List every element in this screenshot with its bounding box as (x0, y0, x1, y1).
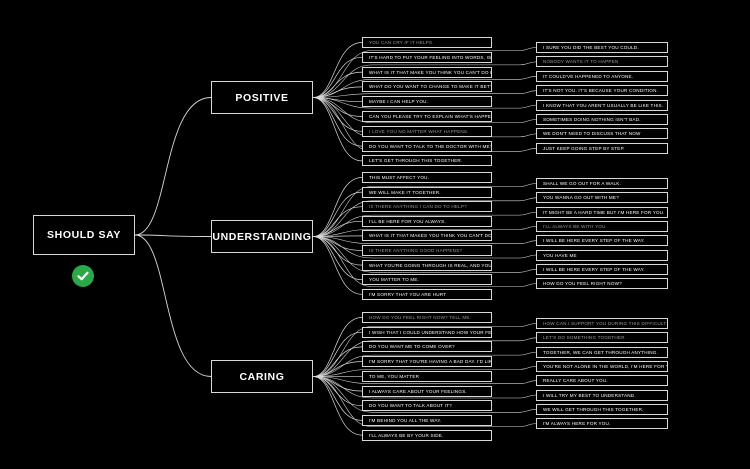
phrase-box: I WILL TRY MY BEST TO UNDERSTAND. (536, 389, 668, 401)
phrase-box: I KNOW THAT YOU AREN'T USUALLY BE LIKE T… (536, 99, 668, 111)
phrase-box: YOU CAN CRY IF IT HELPS. (362, 37, 492, 48)
check-circle-icon (72, 265, 94, 287)
phrase-box: HOW CAN I SUPPORT YOU DURING THIS DIFFIC… (536, 318, 668, 329)
phrase-box: WE WILL GET THROUGH THIS TOGETHER. (536, 403, 668, 415)
phrase-box: I WILL BE HERE EVERY STEP OF THE WAY. (536, 263, 668, 275)
phrase-box: WHAT IS IT THAT MAKES YOU THINK YOU CAN'… (362, 230, 492, 242)
phrase-box: I LOVE YOU NO MATTER WHAT HAPPENS. (362, 125, 492, 137)
category-label: POSITIVE (235, 91, 289, 104)
phrase-box: I WILL BE HERE EVERY STEP OF THE WAY. (536, 235, 668, 247)
phrase-box: SHALL WE GO OUT FOR A WALK. (536, 178, 668, 189)
phrase-box: I'M ALWAYS HERE FOR YOU. (536, 418, 668, 430)
phrase-box: I'M SORRY THAT YOU ARE HURT (362, 288, 492, 300)
phrase-box: IS THERE ANYTHING GOOD HAPPENS? (362, 245, 492, 256)
phrase-box: IS THERE ANYTHING I CAN DO TO HELP? (362, 201, 492, 213)
phrase-box: I ALWAYS CARE ABOUT YOUR FEELINGS. (362, 385, 492, 397)
phrase-box: MAYBE I CAN HELP YOU. (362, 96, 492, 108)
phrase-box: HOW DO YOU FEEL RIGHT NOW? TELL ME (362, 312, 492, 323)
category-node-caring: CARING (211, 360, 313, 393)
phrase-box: YOU MATTER TO ME. (362, 274, 492, 286)
phrase-box: I SURE YOU DID THE BEST YOU COULD. (536, 42, 668, 53)
phrase-box: IT'S HARD TO PUT YOUR FEELING INTO WORDS… (362, 51, 492, 63)
phrase-box: THIS MUST AFFECT YOU. (362, 172, 492, 183)
phrase-box: WHAT DO YOU WANT TO CHANGE TO MAKE IT BE… (362, 81, 492, 93)
phrase-box: WE WILL MAKE IT TOGETHER. (362, 186, 492, 198)
phrase-box: IT MIGHT BE A HARD TIME BUT I'M HERE FOR… (536, 206, 668, 218)
phrase-box: WHAT IS IT THAT MAKE YOU THINK YOU CAN'T… (362, 66, 492, 78)
root-node-should-say: SHOULD SAY (33, 215, 135, 255)
category-label: CARING (239, 370, 285, 383)
phrase-box: YOU'RE NOT ALONE IN THE WORLD, I'M HERE … (536, 360, 668, 372)
phrase-box: REALLY CARE ABOUT YOU. (536, 375, 668, 387)
phrase-box: HOW DO YOU FEEL RIGHT NOW? (536, 278, 668, 290)
phrase-box: YOU WANNA GO OUT WITH ME? (536, 192, 668, 204)
phrase-box: I'LL BE HERE FOR YOU ALWAYS. (362, 215, 492, 227)
phrase-box: DO YOU WANT TO TALK TO THE DOCTOR WITH M… (362, 140, 492, 152)
phrase-box: I'M SORRY THAT YOU'RE HAVING A BAD DAY. … (362, 356, 492, 368)
phrase-box: LET'S DO SOMETHING TOGETHER. (536, 332, 668, 344)
phrase-box: TO ME, YOU MATTER (362, 370, 492, 382)
phrase-box: CAN YOU PLEASE TRY TO EXPLAIN WHAT'S HAP… (362, 111, 492, 122)
phrase-box: I WISH THAT I COULD UNDERSTAND HOW YOUR … (362, 326, 492, 338)
phrase-box: NOBODY WANTS IT TO HAPPEN (536, 56, 668, 68)
phrase-box: TOGETHER, WE CAN GET THROUGH ANYTHING. (536, 346, 668, 358)
phrase-box: SOMETIMES DOING NOTHING ISN'T BAD. (536, 114, 668, 125)
phrase-box: IT'S NOT YOU. IT'S BECAUSE YOUR CONDITIO… (536, 85, 668, 97)
category-node-positive: POSITIVE (211, 81, 313, 114)
phrase-box: I'LL ALWAYS BE BY YOUR SIDE. (362, 429, 492, 441)
phrase-box: I'M BEHIND YOU ALL THE WAY. (362, 414, 492, 426)
phrase-box: WE DON'T NEED TO DISCUSS THAT NOW (536, 128, 668, 140)
phrase-box: I'LL ALWAYS BE WITH YOU (536, 220, 668, 232)
phrase-box: DO YOU WANT TO TALK ABOUT IT? (362, 400, 492, 412)
root-label: SHOULD SAY (47, 229, 121, 241)
phrase-box: YOU HAVE ME (536, 249, 668, 261)
phrase-box: DO YOU WANT ME TO COME OVER? (362, 341, 492, 353)
category-label: UNDERSTANDING (212, 230, 312, 243)
category-node-understanding: UNDERSTANDING (211, 220, 313, 253)
phrase-box: JUST KEEP GOING STEP BY STEP. (536, 142, 668, 154)
phrase-box: IT COULD'VE HAPPENED TO ANYONE. (536, 70, 668, 82)
phrase-box: WHAT YOU'RE GOING THROUGH IS REAL, AND Y… (362, 259, 492, 271)
phrase-box: LET'S GET THROUGH THIS TOGETHER. (362, 155, 492, 167)
